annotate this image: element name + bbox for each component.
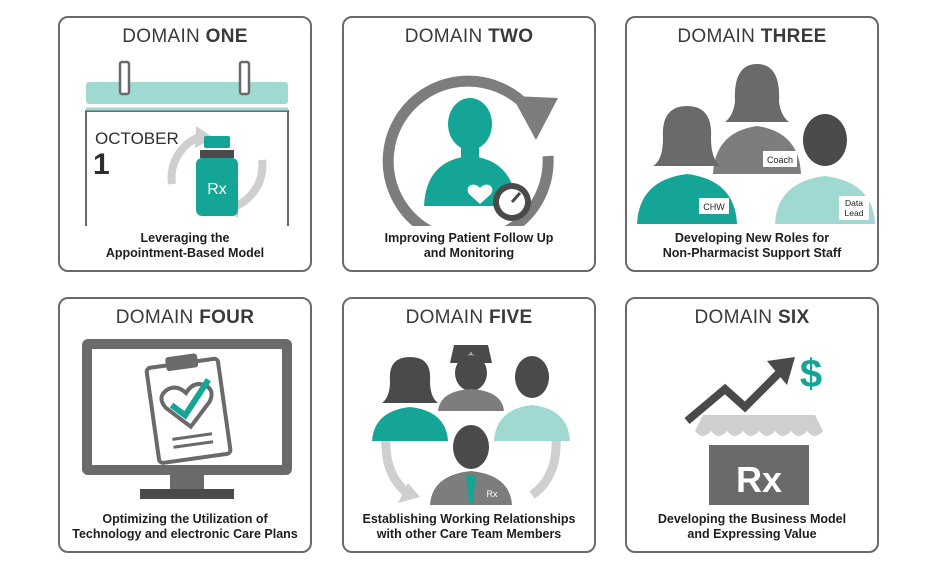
domain-card-six: DOMAIN SIX Rx $ Developing the Business … — [625, 297, 879, 553]
domain-title: DOMAIN FIVE — [344, 307, 594, 329]
domain-prefix: DOMAIN — [677, 26, 756, 47]
domain-caption: Optimizing the Utilization of Technology… — [66, 512, 304, 542]
monitor-clipboard-icon — [82, 339, 292, 499]
badge-coach: Coach — [767, 155, 793, 165]
domain-number: FIVE — [488, 307, 533, 328]
domain-card-three: DOMAIN THREE Coach CHW Data Lead Develop… — [625, 16, 879, 272]
domain-prefix: DOMAIN — [694, 307, 773, 328]
domain-number: TWO — [488, 26, 534, 47]
caption-line-1: Improving Patient Follow Up — [384, 231, 554, 245]
caption-line-1: Leveraging the — [140, 231, 230, 245]
badge-chw: CHW — [703, 202, 725, 212]
patient-followup-icon — [382, 75, 558, 226]
domain-number: THREE — [760, 26, 827, 47]
caption-line-2: Non-Pharmacist Support Staff — [662, 246, 842, 260]
domain-caption: Establishing Working Relationships with … — [350, 512, 588, 542]
domain-caption: Leveraging the Appointment-Based Model — [66, 231, 304, 261]
care-team-icon: + Rx — [372, 345, 570, 505]
domain-card-five: DOMAIN FIVE + Rx Establishing Working Re… — [342, 297, 596, 553]
calendar-day: 1 — [93, 148, 110, 181]
domain-prefix: DOMAIN — [122, 26, 201, 47]
domain-title: DOMAIN ONE — [60, 26, 310, 48]
calendar-rx-bottle-icon: OCTOBER 1 Rx — [85, 60, 289, 226]
caption-line-2: with other Care Team Members — [376, 527, 562, 541]
domain-number: FOUR — [199, 307, 255, 328]
domain-title: DOMAIN FOUR — [60, 307, 310, 329]
domain-card-two: DOMAIN TWO Improving Patient Follow Up a… — [342, 16, 596, 272]
caption-line-2: Technology and electronic Care Plans — [72, 527, 298, 541]
pharmacist-rx-label: Rx — [487, 489, 498, 499]
domain-title: DOMAIN THREE — [627, 26, 877, 48]
caption-line-2: and Expressing Value — [687, 527, 817, 541]
domain-prefix: DOMAIN — [405, 307, 484, 328]
support-staff-icon: Coach CHW Data Lead — [637, 64, 875, 224]
badge-data: Data — [845, 198, 863, 208]
domain-caption: Developing New Roles for Non-Pharmacist … — [633, 231, 871, 261]
domain-caption: Developing the Business Model and Expres… — [633, 512, 871, 542]
domain-prefix: DOMAIN — [404, 26, 483, 47]
caption-line-1: Developing the Business Model — [657, 512, 847, 526]
caption-line-1: Establishing Working Relationships — [362, 512, 576, 526]
domain-number: SIX — [777, 307, 810, 328]
domain-card-one: DOMAIN ONE OCTOBER 1 Rx Leveraging the A… — [58, 16, 312, 272]
calendar-month: OCTOBER — [95, 129, 179, 148]
domain-title: DOMAIN TWO — [344, 26, 594, 48]
domain-number: ONE — [205, 26, 248, 47]
domain-title: DOMAIN SIX — [627, 307, 877, 329]
caption-line-1: Optimizing the Utilization of — [102, 512, 268, 526]
caption-line-2: and Monitoring — [423, 246, 515, 260]
caption-line-1: Developing New Roles for — [674, 231, 830, 245]
domain-prefix: DOMAIN — [115, 307, 194, 328]
domain-card-four: DOMAIN FOUR Optimizing the Utilization o… — [58, 297, 312, 553]
badge-lead: Lead — [845, 208, 864, 218]
caption-line-2: Appointment-Based Model — [105, 246, 265, 260]
pharmacy-growth-icon: Rx $ — [684, 352, 823, 505]
bottle-rx-label: Rx — [207, 181, 227, 198]
dollar-symbol: $ — [800, 352, 822, 396]
pharmacy-rx-label: Rx — [736, 459, 782, 500]
domain-caption: Improving Patient Follow Up and Monitori… — [350, 231, 588, 261]
